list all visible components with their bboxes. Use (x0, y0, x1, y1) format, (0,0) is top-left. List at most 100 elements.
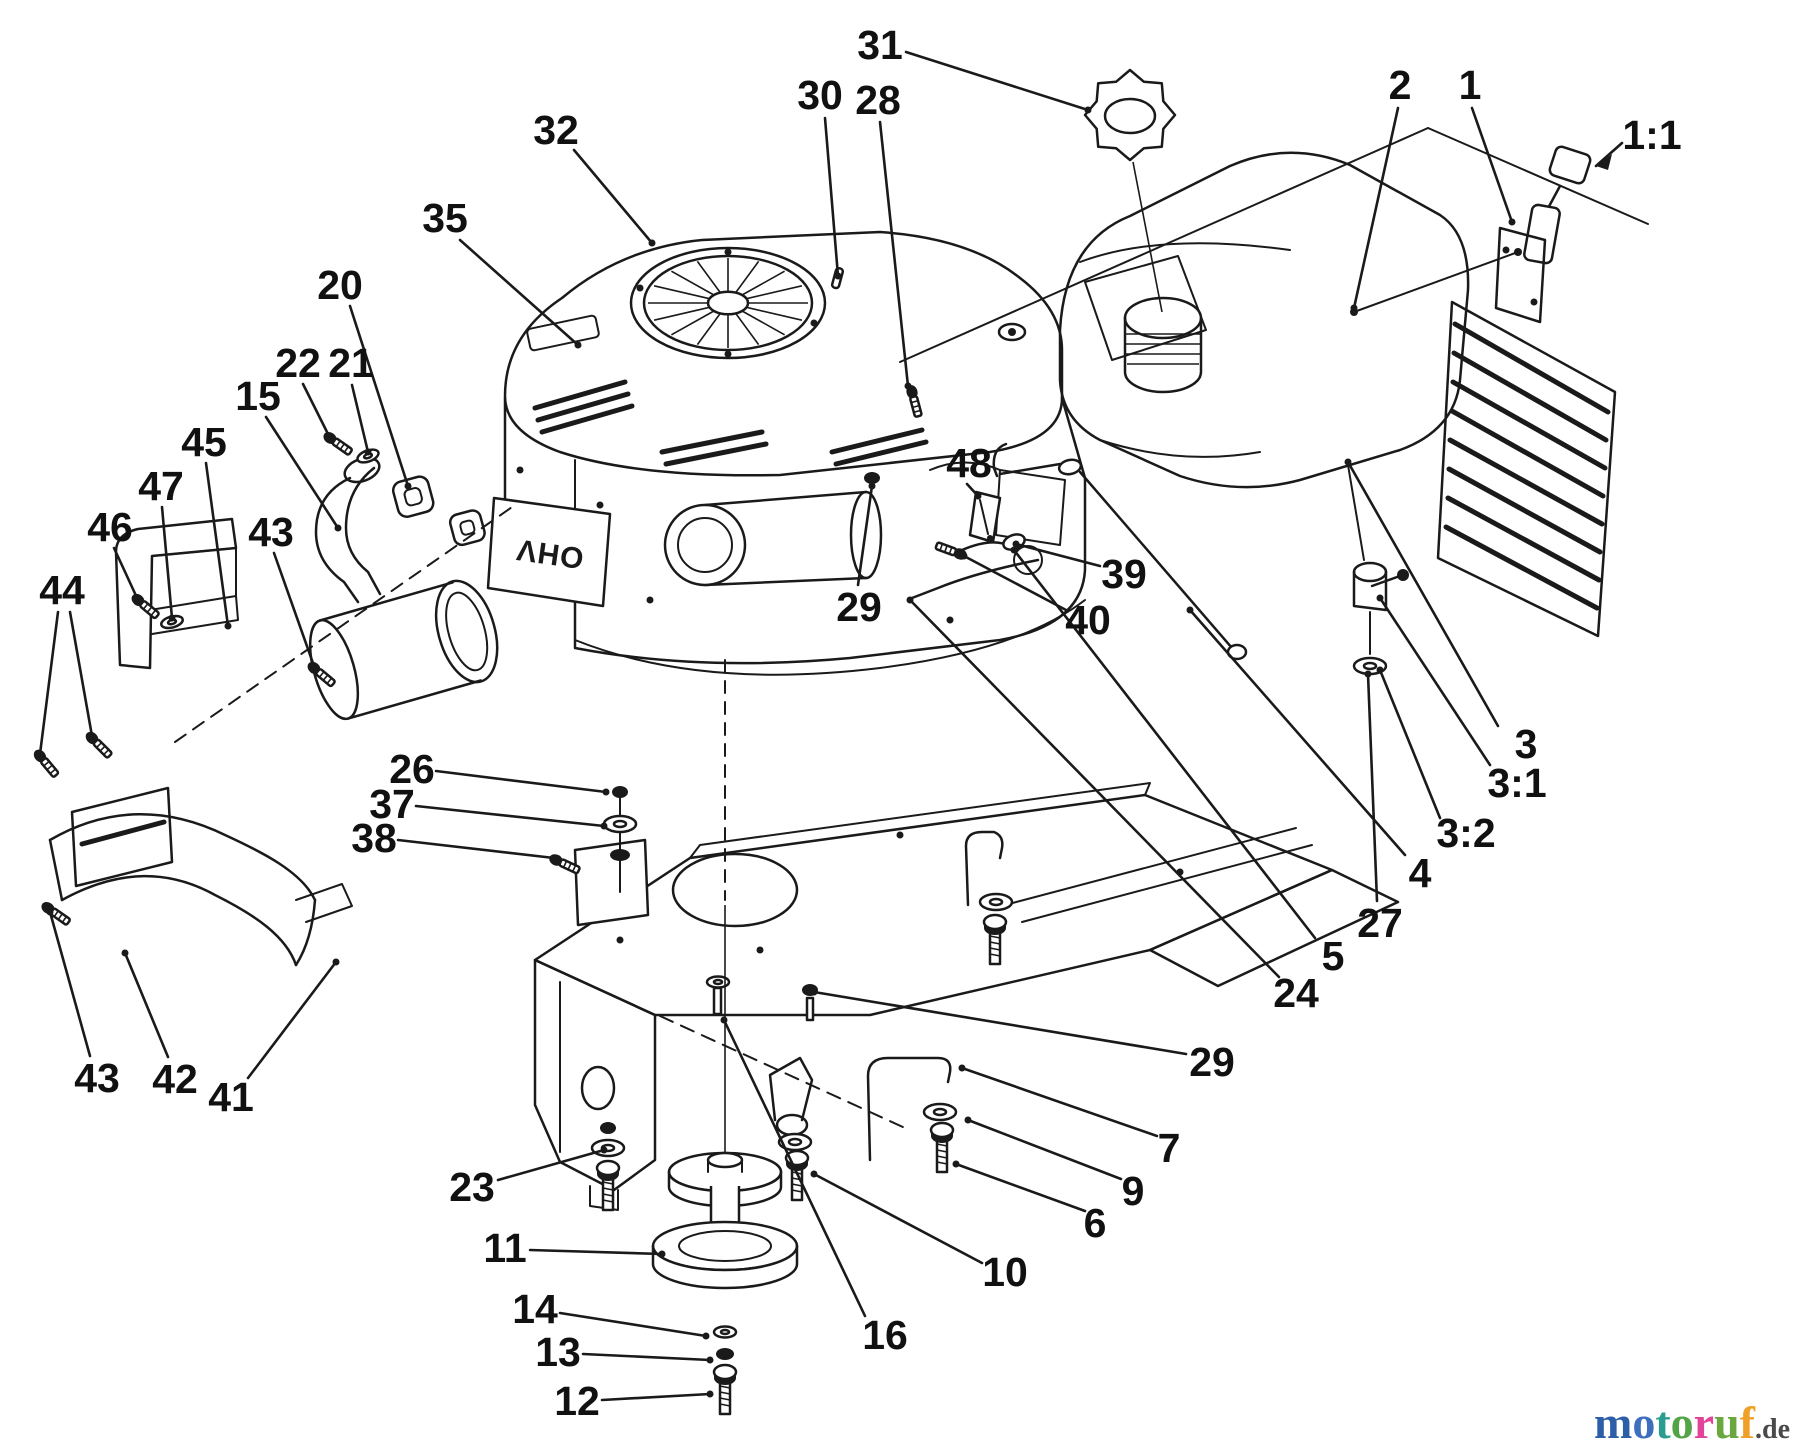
leader-line (160, 505, 174, 620)
callout-label-43: 43 (248, 509, 294, 555)
leader-dot (121, 949, 129, 957)
leader-line (1366, 672, 1379, 903)
leader-line (878, 120, 910, 388)
logo-letter: r (1693, 1397, 1715, 1448)
shroud-vents (532, 379, 929, 467)
leader-dot (550, 854, 558, 862)
heat-shield-upper (114, 517, 239, 670)
leader-dot (1376, 594, 1384, 602)
leader-dot (834, 272, 842, 280)
leader-line (823, 116, 840, 278)
leader-line (1188, 608, 1407, 857)
callout-label-23: 23 (449, 1164, 495, 1210)
leader-line (301, 382, 332, 440)
leader-dot (600, 1146, 608, 1154)
leader-line (600, 1392, 712, 1402)
callout-label-43: 43 (74, 1055, 120, 1101)
callout-label-12: 12 (554, 1378, 600, 1424)
callout-label-35: 35 (422, 195, 468, 241)
leader-line (1470, 106, 1514, 224)
callout-label-1: 1 (1459, 62, 1482, 108)
leader-line (38, 610, 60, 756)
callout-label-16: 16 (862, 1312, 908, 1358)
callout-label-20: 20 (317, 262, 363, 308)
callout-label-3: 3 (1515, 721, 1538, 767)
fuel-valve (1347, 464, 1409, 676)
callout-label-7: 7 (1158, 1125, 1181, 1171)
logo-suffix: .de (1755, 1414, 1790, 1445)
callout-label-45: 45 (181, 419, 227, 465)
starter-motor (663, 490, 883, 587)
leader-line (204, 461, 230, 628)
leader-dot (224, 622, 232, 630)
exhaust-muffler (308, 456, 499, 721)
leader-line (1594, 141, 1624, 168)
leader-dot (1350, 304, 1358, 312)
dash-panel (899, 127, 1649, 638)
leader-line (350, 383, 370, 454)
leader-line (434, 769, 608, 794)
callout-label-3:1: 3:1 (1487, 760, 1546, 806)
leader-line (123, 951, 170, 1059)
louver-vents (1443, 321, 1611, 611)
muffler (308, 579, 499, 721)
leader-dot (1344, 458, 1352, 466)
leader-line (348, 304, 410, 488)
leader-dot (334, 524, 342, 532)
callout-label-4: 4 (1409, 850, 1432, 896)
bolt-43a (303, 658, 338, 690)
leader-dot (326, 434, 334, 442)
leader-arrowhead (1596, 154, 1612, 170)
leader-line (962, 554, 1068, 612)
callout-label-27: 27 (1357, 900, 1403, 946)
callout-label-6: 6 (1084, 1200, 1107, 1246)
fuel-cap (1083, 68, 1177, 162)
callout-label-5: 5 (1322, 933, 1345, 979)
leader-dot (134, 596, 142, 604)
leader-dot (1186, 606, 1194, 614)
bolt-44a (30, 745, 62, 780)
logo-letter: m (1594, 1397, 1633, 1448)
j-bolt-left (768, 1056, 814, 1202)
leader-dot (702, 1332, 710, 1340)
callout-label-9: 9 (1122, 1168, 1145, 1214)
leader-dot (810, 1170, 818, 1178)
leader-dot (332, 958, 340, 966)
heat-shield-plate (70, 786, 174, 888)
fuel-tank (1058, 151, 1470, 489)
leader-dot (658, 1250, 666, 1258)
leader-dot (960, 552, 968, 560)
callout-label-11: 11 (483, 1225, 526, 1271)
leader-line (812, 990, 1188, 1056)
leader-line (908, 598, 1281, 979)
leader-dot (310, 662, 318, 670)
leader-line (246, 960, 338, 1080)
leader-line (1012, 548, 1317, 940)
leader-dot (706, 1356, 714, 1364)
leader-line (414, 804, 606, 828)
leader-dot (36, 750, 44, 758)
leader-dot (602, 788, 610, 796)
callout-label-47: 47 (138, 463, 184, 509)
gasket-2 (448, 509, 486, 547)
callout-label-14: 14 (512, 1286, 558, 1332)
leader-line (966, 1118, 1123, 1181)
leader-dot (364, 448, 372, 456)
callout-label-3:2: 3:2 (1436, 810, 1495, 856)
leader-dot (964, 1116, 972, 1124)
callout-label-40: 40 (1065, 597, 1111, 643)
leader-line (1346, 460, 1500, 728)
bolt-44b (81, 727, 115, 761)
filler-neck (1123, 296, 1203, 394)
leader-dot (1010, 546, 1018, 554)
engine: OHV (486, 230, 1087, 676)
j-bolt-center (866, 1056, 958, 1174)
leader-dot (168, 614, 176, 622)
bolt-22 (319, 428, 355, 459)
logo-wordmark: motoruf (1594, 1397, 1755, 1448)
leader-line (1014, 542, 1102, 568)
callout-label-30: 30 (797, 72, 843, 118)
throttle-control (1494, 145, 1592, 324)
